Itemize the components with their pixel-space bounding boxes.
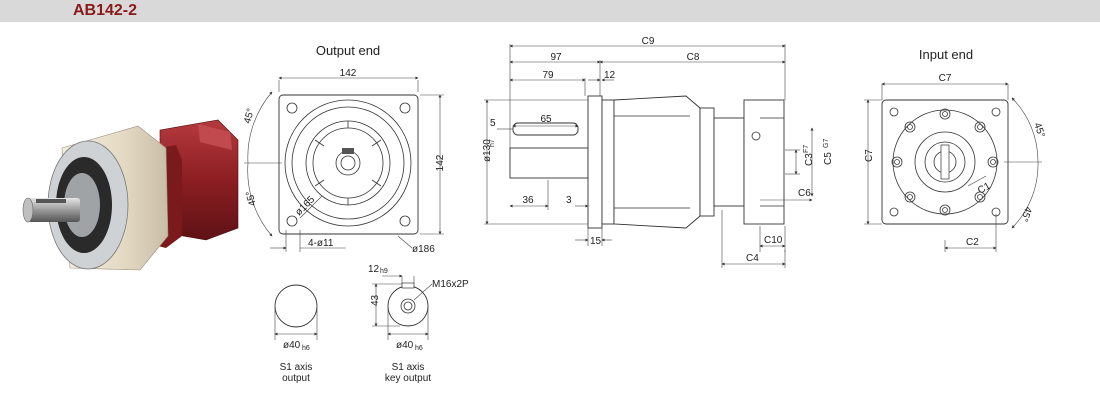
- dim-12: 12: [604, 70, 616, 81]
- dim-c3-tol: F7: [803, 145, 810, 153]
- output-width-dim: 142: [340, 68, 357, 79]
- input-c2: C2: [966, 237, 979, 248]
- output-outer-dim: ø186: [412, 244, 435, 255]
- key-width: 12: [368, 264, 380, 275]
- output-height-dim: 142: [435, 154, 446, 171]
- output-end-caption: Output end: [316, 43, 380, 58]
- dim-c5-tol: G7: [823, 139, 830, 148]
- key-height: 43: [370, 294, 381, 306]
- key-thread: M16x2P: [432, 279, 469, 290]
- shaft-s1-key-view: 12 h9 43 M16x2P ø40 h6 S1 axis key outpu…: [368, 264, 469, 384]
- key-width-tol: h9: [380, 268, 388, 275]
- dim-c6: C6: [798, 188, 811, 199]
- header-bar: AB142-2: [0, 0, 1100, 22]
- dim-3: 3: [566, 195, 572, 206]
- dim-c5: C5: [823, 152, 834, 165]
- gearbox-product-image: [22, 119, 239, 271]
- s1-caption-2: output: [282, 373, 310, 384]
- s1-caption-1: S1 axis: [280, 362, 313, 373]
- input-angle-bottom: 45°: [1018, 205, 1034, 223]
- input-end-caption: Input end: [919, 47, 973, 62]
- dim-pilot-tol: h7: [489, 139, 496, 147]
- dim-c9: C9: [642, 36, 655, 47]
- dim-97: 97: [550, 52, 562, 63]
- side-view: C9 97 C8 79 12 5 65: [482, 36, 834, 268]
- input-c7-top: C7: [939, 73, 952, 84]
- input-c7-side: C7: [864, 149, 875, 162]
- output-angle-bottom: 45°: [244, 190, 259, 207]
- output-hole-dim: 4-ø11: [308, 238, 334, 249]
- dim-pilot: ø130: [482, 139, 493, 162]
- s1-dia: ø40: [283, 340, 301, 351]
- output-end-view: Output end 142 142 45° 45° ø165: [242, 43, 446, 255]
- key-caption-2: key output: [385, 373, 431, 384]
- dim-c4: C4: [746, 253, 759, 264]
- dim-c10: C10: [764, 235, 783, 246]
- dim-79: 79: [542, 70, 554, 81]
- dim-5: 5: [490, 118, 496, 129]
- model-title: AB142-2: [73, 2, 138, 19]
- input-end-view: Input end C7 C7 C1 45° 45: [864, 47, 1047, 252]
- s1-dia-tol: h6: [302, 345, 310, 352]
- shaft-s1-view: ø40 h6 S1 axis output: [274, 284, 318, 384]
- dim-c3: C3: [804, 153, 815, 166]
- key-dia-tol: h6: [415, 345, 423, 352]
- dim-15: 15: [590, 236, 602, 247]
- dim-36: 36: [522, 195, 534, 206]
- input-angle-top: 45°: [1031, 121, 1047, 139]
- key-caption-1: S1 axis: [392, 362, 425, 373]
- dim-c8: C8: [687, 52, 700, 63]
- key-dia: ø40: [396, 340, 414, 351]
- output-angle-top: 45°: [242, 107, 257, 124]
- dim-65: 65: [540, 114, 552, 125]
